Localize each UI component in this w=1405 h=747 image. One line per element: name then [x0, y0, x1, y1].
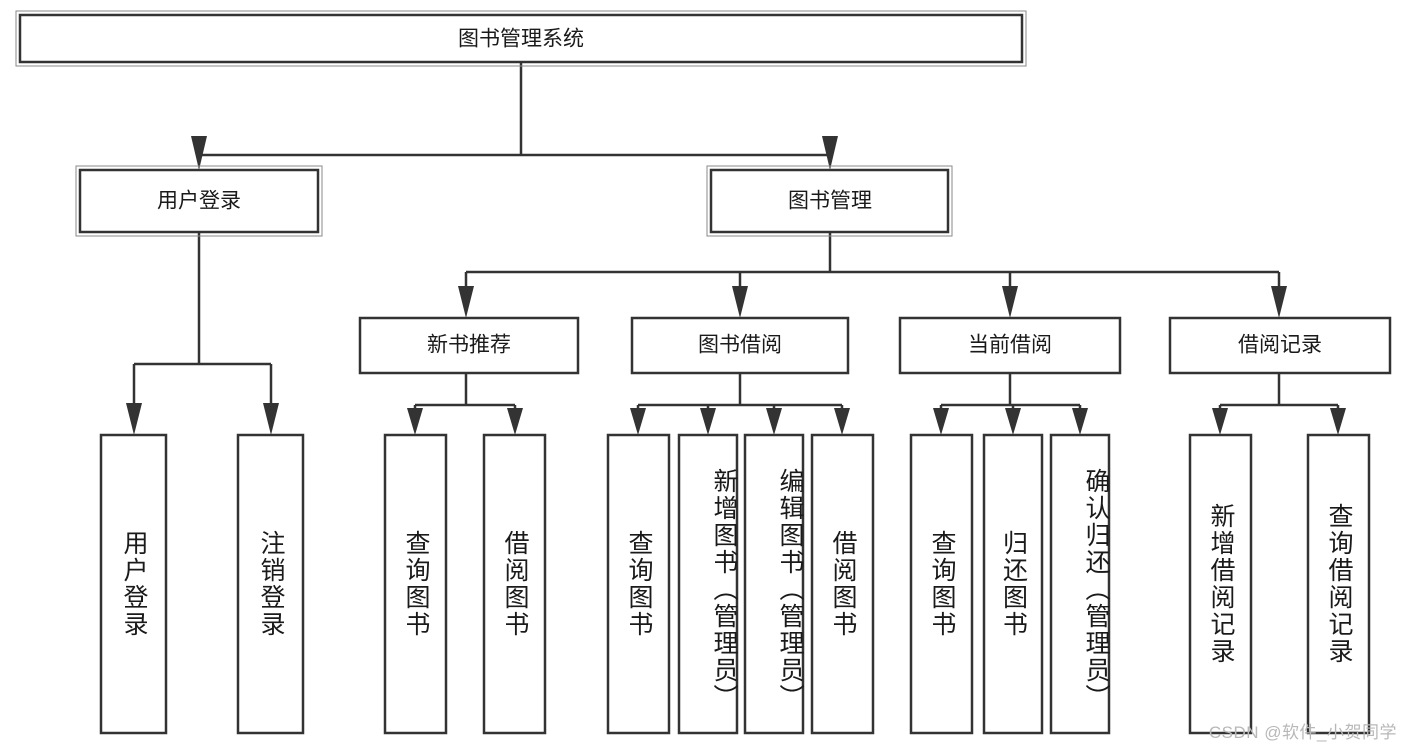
connector-group-user-login	[126, 232, 279, 435]
arrow-to-user-login	[191, 136, 207, 170]
arrow-cb-query-book	[933, 408, 949, 435]
arrow-to-leaf-logout	[263, 403, 279, 435]
current-borrow-box	[898, 316, 1122, 375]
node-root[interactable]: 图书管理系统	[15, 10, 1027, 67]
arrow-bb-add-book	[700, 408, 716, 435]
leaf-box-cb-confirm-return[interactable]	[1049, 433, 1111, 735]
arrow-to-book-borrow	[732, 286, 748, 318]
book-mgmt-box	[709, 168, 950, 234]
user-login-box	[78, 168, 320, 234]
connector-group-book-mgmt	[458, 232, 1287, 318]
node-borrow-record[interactable]: 借阅记录	[1168, 316, 1392, 375]
book-mgmt-box-outline	[706, 165, 953, 237]
leaf-box-br-query-record[interactable]	[1306, 433, 1371, 735]
arrow-bb-borrow-book	[834, 408, 850, 435]
book-borrow-box	[630, 316, 850, 375]
current-borrow-label: 当前借阅	[968, 334, 1052, 357]
book-mgmt-label: 图书管理	[788, 190, 872, 213]
connector-group-root	[191, 62, 838, 170]
arrow-nb-query-book	[407, 408, 423, 435]
borrow-record-label: 借阅记录	[1238, 334, 1322, 357]
new-book-rec-label: 新书推荐	[427, 334, 511, 357]
leaf-boxes	[99, 433, 1371, 735]
root-label: 图书管理系统	[458, 28, 584, 51]
leaf-box-user-login[interactable]	[99, 433, 168, 735]
arrow-bb-edit-book	[766, 408, 782, 435]
user-login-label: 用户登录	[157, 190, 241, 213]
connector-group-book-borrow	[630, 373, 850, 435]
root-box	[18, 13, 1024, 64]
connector-group-borrow-record	[1212, 373, 1346, 435]
leaf-box-bb-edit-book[interactable]	[743, 433, 805, 735]
leaf-box-bb-query-book[interactable]	[606, 433, 671, 735]
leaf-box-nb-query-book[interactable]	[383, 433, 448, 735]
leaf-box-bb-add-book[interactable]	[677, 433, 739, 735]
leaf-box-nb-borrow-book[interactable]	[482, 433, 547, 735]
leaf-box-logout[interactable]	[236, 433, 305, 735]
node-book-management[interactable]: 图书管理	[706, 165, 953, 237]
arrow-bb-query-book	[630, 408, 646, 435]
connector-group-current-borrow	[933, 373, 1088, 435]
root-box-outline	[15, 10, 1027, 67]
leaf-box-bb-borrow-book[interactable]	[810, 433, 875, 735]
arrow-br-add-record	[1212, 408, 1228, 435]
leaf-box-cb-return-book[interactable]	[982, 433, 1044, 735]
csdn-watermark: CSDN @软件_小贺同学	[1208, 723, 1397, 742]
arrow-cb-confirm-return	[1072, 408, 1088, 435]
leaf-box-br-add-record[interactable]	[1188, 433, 1253, 735]
book-borrow-label: 图书借阅	[698, 334, 782, 357]
arrow-to-book-mgmt	[822, 136, 838, 170]
leaf-box-cb-query-book[interactable]	[909, 433, 974, 735]
arrow-nb-borrow-book	[507, 408, 523, 435]
node-book-borrow[interactable]: 图书借阅	[630, 316, 850, 375]
arrow-br-query-record	[1330, 408, 1346, 435]
arrow-to-current-borrow	[1002, 286, 1018, 318]
node-user-login[interactable]: 用户登录	[75, 165, 323, 237]
new-book-rec-box	[358, 316, 580, 375]
user-login-box-outline	[75, 165, 323, 237]
node-new-book-recommend[interactable]: 新书推荐	[358, 316, 580, 375]
arrow-cb-return-book	[1005, 408, 1021, 435]
connector-group-new-book-rec	[407, 373, 523, 435]
node-current-borrow[interactable]: 当前借阅	[898, 316, 1122, 375]
arrow-to-leaf-user-login	[126, 403, 142, 435]
arrow-to-borrow-record	[1271, 286, 1287, 318]
borrow-record-box	[1168, 316, 1392, 375]
arrow-to-new-book-rec	[458, 286, 474, 318]
